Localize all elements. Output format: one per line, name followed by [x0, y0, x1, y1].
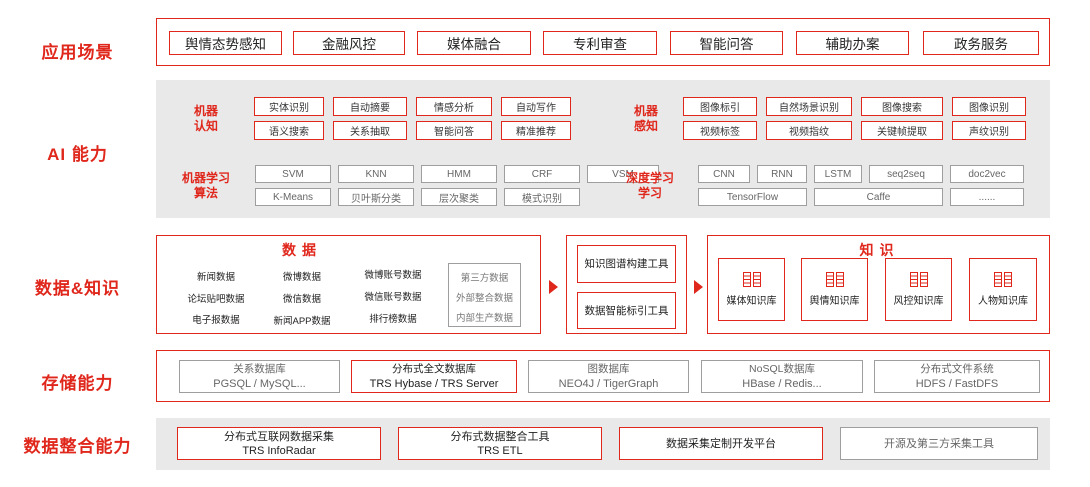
- ml-algo-item[interactable]: SVM: [255, 165, 331, 183]
- scene-band: 舆情态势感知 金融风控 媒体融合 专利审查 智能问答 辅助办案 政务服务: [156, 18, 1050, 66]
- data-panel: 数据 新闻数据 微博数据 微博账号数据 论坛贴吧数据 微信数据 微信账号数据 电…: [156, 235, 541, 334]
- ai-perception-item[interactable]: 图像标引: [683, 97, 757, 116]
- ai-cognition-item[interactable]: 语义搜索: [254, 121, 324, 140]
- ml-algo-item[interactable]: CRF: [504, 165, 580, 183]
- ai-cognition-item[interactable]: 情感分析: [416, 97, 492, 116]
- book-icon: [742, 272, 761, 287]
- book-icon: [909, 272, 928, 287]
- knowledge-base-item[interactable]: 舆情知识库: [801, 258, 868, 321]
- ml-algo-item[interactable]: KNN: [338, 165, 414, 183]
- ai-ml-title: 机器学习算法: [181, 171, 230, 200]
- scene-item[interactable]: 舆情态势感知: [169, 31, 282, 55]
- knowledge-base-item[interactable]: 人物知识库: [969, 258, 1037, 321]
- scene-item[interactable]: 智能问答: [670, 31, 783, 55]
- data-item: 论坛贴吧数据: [187, 294, 245, 305]
- dl-algo-item[interactable]: seq2seq: [869, 165, 943, 183]
- data-item: 排行榜数据: [369, 314, 417, 325]
- data-item: 微信账号数据: [364, 292, 422, 303]
- dl-algo-item[interactable]: TensorFlow: [698, 188, 807, 206]
- data-title: 数据: [282, 242, 322, 258]
- ai-cognition-item[interactable]: 精准推荐: [501, 121, 571, 140]
- ai-perception-item[interactable]: 视频标签: [683, 121, 757, 140]
- book-icon: [825, 272, 844, 287]
- ml-algo-item[interactable]: 层次聚类: [421, 188, 497, 206]
- data-item: 微博账号数据: [364, 270, 422, 281]
- tools-panel: 知识图谱构建工具 数据智能标引工具: [566, 235, 687, 334]
- dl-algo-item[interactable]: ......: [950, 188, 1024, 206]
- ai-cognition-title: 机器认知: [193, 104, 218, 133]
- ai-cognition-item[interactable]: 关系抽取: [333, 121, 407, 140]
- dl-algo-item[interactable]: LSTM: [814, 165, 862, 183]
- ai-cognition-item[interactable]: 自动摘要: [333, 97, 407, 116]
- ai-cognition-item[interactable]: 自动写作: [501, 97, 571, 116]
- knowledge-panel: 知识 媒体知识库 舆情知识库 风控知识库 人物知识库: [707, 235, 1050, 334]
- data-item: 微信数据: [282, 294, 321, 305]
- ai-cognition-item[interactable]: 智能问答: [416, 121, 492, 140]
- ai-perception-item[interactable]: 图像识别: [952, 97, 1026, 116]
- knowledge-base-item[interactable]: 媒体知识库: [718, 258, 785, 321]
- data-item: 新闻APP数据: [273, 316, 331, 327]
- ml-algo-item[interactable]: VSM: [587, 165, 659, 183]
- third-party-item: 外部整合数据: [455, 293, 513, 304]
- dl-algo-item[interactable]: Caffe: [814, 188, 943, 206]
- ai-cognition-item[interactable]: 实体识别: [254, 97, 324, 116]
- arrow-right-icon: [694, 280, 703, 294]
- row-label-integration: 数据整合能力: [23, 437, 132, 456]
- row-label-ai: AI 能力: [47, 145, 108, 164]
- row-label-data-knowledge: 数据&知识: [34, 279, 121, 298]
- data-item: 电子报数据: [192, 315, 240, 326]
- tool-knowledge-graph[interactable]: 知识图谱构建工具: [577, 245, 676, 283]
- ai-perception-item[interactable]: 声纹识别: [952, 121, 1026, 140]
- integration-item[interactable]: 开源及第三方采集工具: [840, 427, 1038, 460]
- data-item: 新闻数据: [196, 272, 235, 283]
- third-party-item: 第三方数据: [460, 273, 509, 284]
- row-label-storage: 存储能力: [41, 374, 114, 393]
- dl-algo-item[interactable]: RNN: [757, 165, 807, 183]
- arrow-right-icon: [549, 280, 558, 294]
- scene-item[interactable]: 专利审查: [543, 31, 657, 55]
- ai-perception-item[interactable]: 关键帧提取: [861, 121, 943, 140]
- third-party-data-box: 第三方数据 外部整合数据 内部生产数据: [448, 263, 521, 327]
- third-party-item: 内部生产数据: [455, 313, 513, 324]
- dl-algo-item[interactable]: doc2vec: [950, 165, 1024, 183]
- integration-item[interactable]: 数据采集定制开发平台: [619, 427, 823, 460]
- scene-item[interactable]: 政务服务: [923, 31, 1039, 55]
- ml-algo-item[interactable]: 模式识别: [504, 188, 580, 206]
- data-item: 微博数据: [282, 272, 321, 283]
- ml-algo-item[interactable]: HMM: [421, 165, 497, 183]
- ai-perception-title: 机器感知: [633, 104, 658, 133]
- knowledge-base-item[interactable]: 风控知识库: [885, 258, 952, 321]
- ml-algo-item[interactable]: K-Means: [255, 188, 331, 206]
- scene-item[interactable]: 金融风控: [293, 31, 405, 55]
- scene-item[interactable]: 媒体融合: [417, 31, 531, 55]
- dl-algo-item[interactable]: CNN: [698, 165, 750, 183]
- ai-dl-title: 深度学习学习: [625, 171, 674, 200]
- tool-smart-indexing[interactable]: 数据智能标引工具: [577, 292, 676, 329]
- book-icon: [994, 272, 1012, 287]
- ai-perception-item[interactable]: 图像搜索: [861, 97, 943, 116]
- ai-band: 机器认知 实体识别 自动摘要 情感分析 自动写作 语义搜索 关系抽取 智能问答 …: [156, 80, 1050, 218]
- ml-algo-item[interactable]: 贝叶斯分类: [338, 188, 414, 206]
- scene-item[interactable]: 辅助办案: [796, 31, 909, 55]
- knowledge-title: 知识: [859, 242, 900, 258]
- ai-perception-item[interactable]: 视频指纹: [766, 121, 852, 140]
- row-label-scene: 应用场景: [41, 43, 114, 62]
- ai-perception-item[interactable]: 自然场景识别: [766, 97, 852, 116]
